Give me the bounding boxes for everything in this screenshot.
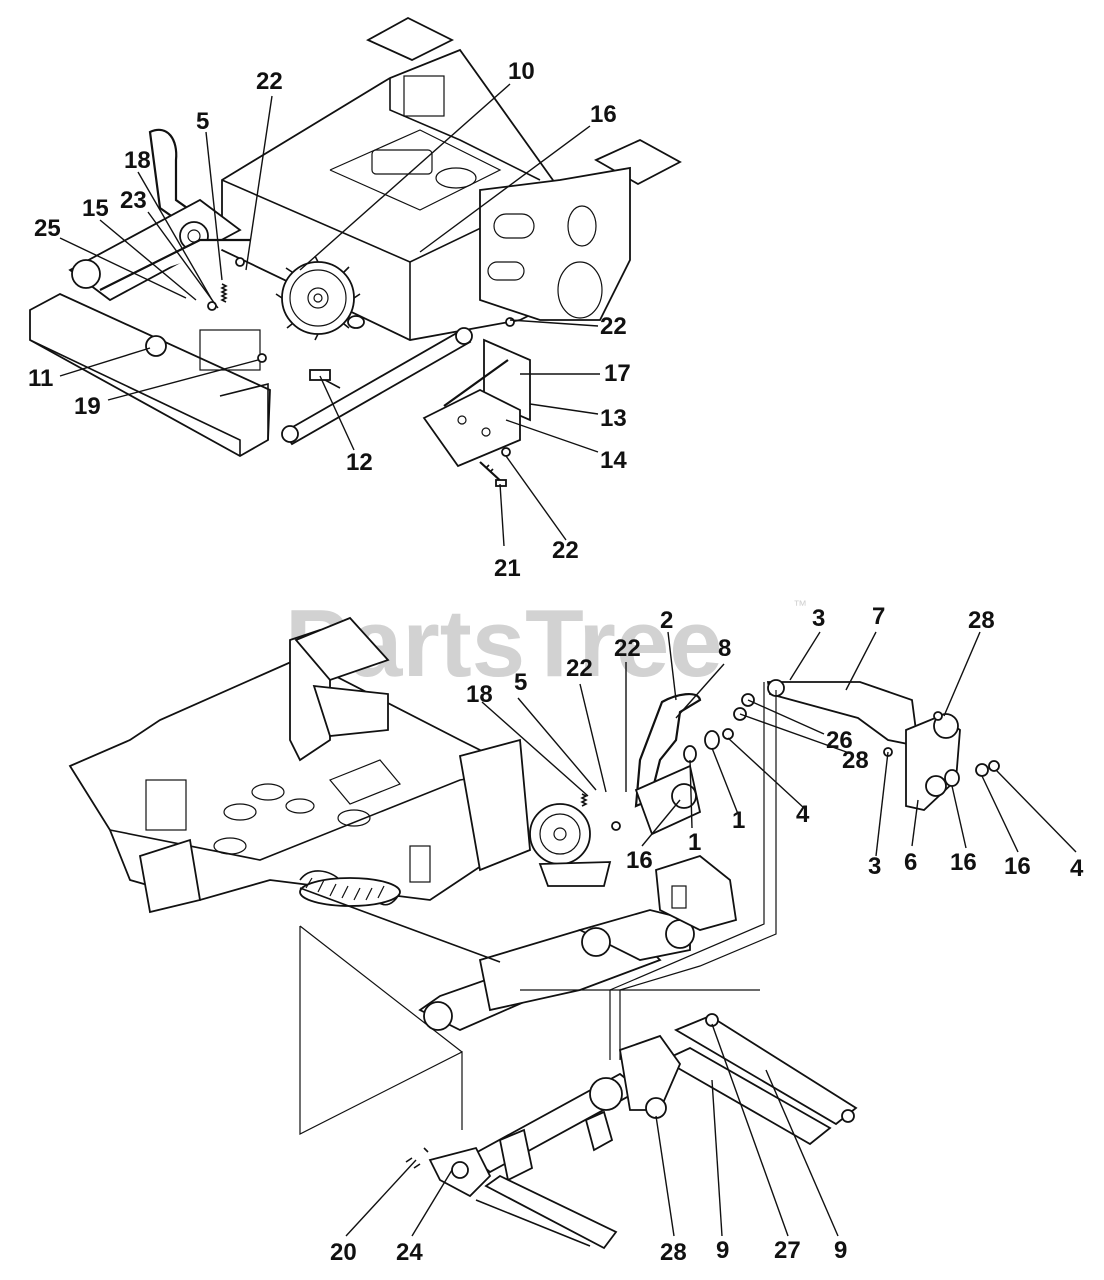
callout-26: 26 bbox=[826, 727, 853, 754]
callout-1-b: 1 bbox=[732, 807, 745, 834]
callout-8: 8 bbox=[718, 635, 731, 662]
callout-18-bottom: 18 bbox=[466, 681, 493, 708]
top-callout-labels: 22 10 5 16 18 23 15 25 22 17 11 13 19 14… bbox=[28, 58, 631, 582]
callout-16-bottom-b: 16 bbox=[950, 849, 977, 876]
callout-24: 24 bbox=[396, 1239, 423, 1266]
callout-22-top-b: 22 bbox=[600, 313, 627, 340]
callout-22-bottom-a: 22 bbox=[566, 655, 593, 682]
top-leader-lines bbox=[59, 83, 600, 547]
watermark-trademark: ™ bbox=[793, 597, 807, 613]
callout-3-b: 3 bbox=[868, 853, 881, 880]
callout-16-top: 16 bbox=[590, 101, 617, 128]
callout-9-a: 9 bbox=[716, 1237, 729, 1264]
callout-14: 14 bbox=[600, 447, 627, 474]
callout-19: 19 bbox=[74, 393, 101, 420]
bottom-leader-lines bbox=[345, 631, 1077, 1237]
top-frame-assembly bbox=[29, 16, 682, 487]
callout-9-b: 9 bbox=[834, 1237, 847, 1264]
callout-22-bottom-b: 22 bbox=[614, 635, 641, 662]
callout-25: 25 bbox=[34, 215, 61, 242]
callout-28-c: 28 bbox=[660, 1239, 687, 1266]
callout-21: 21 bbox=[494, 555, 521, 582]
callout-2: 2 bbox=[660, 607, 673, 634]
callout-15: 15 bbox=[82, 195, 109, 222]
bottom-frame-assembly bbox=[68, 616, 1000, 1250]
callout-22-top-c: 22 bbox=[552, 537, 579, 564]
callout-3-a: 3 bbox=[812, 605, 825, 632]
callout-6: 6 bbox=[904, 849, 917, 876]
callout-23: 23 bbox=[120, 187, 147, 214]
callout-10: 10 bbox=[508, 58, 535, 85]
callout-16-bottom-a: 16 bbox=[626, 847, 653, 874]
callout-1-a: 1 bbox=[688, 829, 701, 856]
callout-11: 11 bbox=[28, 365, 53, 392]
callout-16-bottom-c: 16 bbox=[1004, 853, 1031, 880]
callout-22-top-a: 22 bbox=[256, 68, 283, 95]
callout-28-a: 28 bbox=[968, 607, 995, 634]
callout-12: 12 bbox=[346, 449, 373, 476]
callout-4-a: 4 bbox=[796, 801, 810, 828]
bottom-callout-labels: 3 7 28 2 8 22 22 5 18 26 28 1 1 4 16 1 3… bbox=[330, 603, 1084, 1266]
callout-20: 20 bbox=[330, 1239, 357, 1266]
callout-5-top: 5 bbox=[196, 108, 209, 135]
callout-28-b: 28 bbox=[842, 747, 869, 774]
callout-18-top: 18 bbox=[124, 147, 151, 174]
callout-17: 17 bbox=[604, 360, 631, 387]
callout-4-b: 4 bbox=[1070, 855, 1084, 882]
callout-27: 27 bbox=[774, 1237, 801, 1264]
callout-13: 13 bbox=[600, 405, 627, 432]
callout-5-bottom: 5 bbox=[514, 669, 527, 696]
callout-7: 7 bbox=[872, 603, 885, 630]
